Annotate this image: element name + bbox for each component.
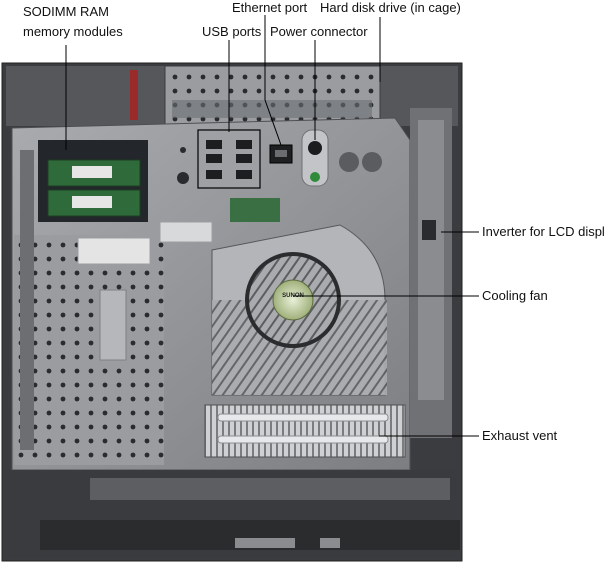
usb-ports bbox=[197, 129, 261, 189]
serial-sticker bbox=[77, 237, 151, 265]
hard-disk-cage bbox=[164, 65, 381, 127]
label-exhaust-vent: Exhaust vent bbox=[482, 428, 558, 443]
leader-lines bbox=[65, 15, 479, 437]
bottom-frame bbox=[6, 470, 460, 558]
label-sodimm-line1: SODIMM RAM bbox=[23, 4, 109, 19]
exhaust-vent bbox=[204, 404, 406, 458]
label-power-connector: Power connector bbox=[270, 24, 368, 39]
label-sodimm-line2: memory modules bbox=[23, 24, 123, 39]
label-inverter: Inverter for LCD display bbox=[482, 224, 605, 239]
chassis-opening bbox=[339, 152, 359, 172]
label-usb-ports: USB ports bbox=[202, 24, 262, 39]
cooling-fan: SUNON bbox=[211, 224, 387, 396]
chassis-opening bbox=[362, 152, 382, 172]
sodimm-ram-modules bbox=[38, 140, 148, 222]
lcd-inverter bbox=[410, 108, 452, 438]
ethernet-port bbox=[269, 144, 293, 164]
screw bbox=[180, 147, 186, 153]
red-cable bbox=[130, 70, 138, 120]
info-sticker bbox=[159, 221, 213, 243]
label-hard-disk: Hard disk drive (in cage) bbox=[320, 0, 461, 15]
label-cooling-fan: Cooling fan bbox=[482, 288, 548, 303]
audio-jack bbox=[177, 172, 189, 184]
label-ethernet-port: Ethernet port bbox=[232, 0, 308, 15]
logic-board bbox=[230, 198, 280, 222]
